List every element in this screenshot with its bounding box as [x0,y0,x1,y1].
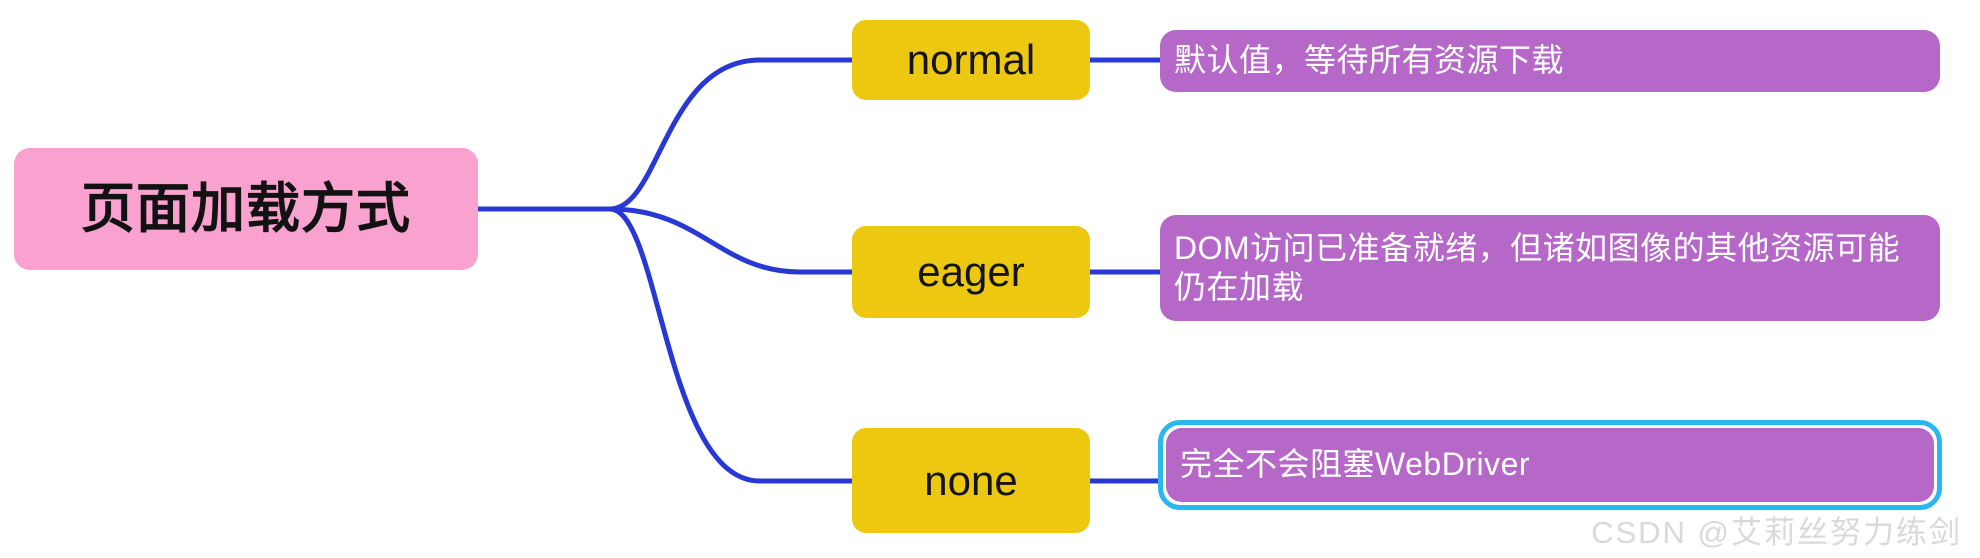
branch-node-label: normal [906,36,1036,83]
connector-root-to-none [607,206,858,484]
description-node-label: 默认值，等待所有资源下载 [1174,42,1565,79]
mindmap-description-node-none[interactable]: 完全不会阻塞WebDriver [1166,428,1934,502]
connector-root-to-eager [607,206,858,275]
mindmap-description-node-eager[interactable]: DOM访问已准备就绪，但诸如图像的其他资源可能仍在加载 [1160,215,1940,321]
mindmap-root-node[interactable]: 页面加载方式 [14,148,478,270]
mindmap-branch-node-none[interactable]: none [852,428,1090,533]
connector-root-to-normal [607,57,858,212]
branch-node-label: none [924,456,1018,504]
root-node-label: 页面加载方式 [81,179,411,239]
description-node-label: 完全不会阻塞WebDriver [1180,446,1531,483]
mindmap-description-node-normal[interactable]: 默认值，等待所有资源下载 [1160,30,1940,92]
description-node-label: DOM访问已准备就绪，但诸如图像的其他资源可能仍在加载 [1174,229,1901,305]
mindmap-branch-node-eager[interactable]: eager [852,226,1090,318]
branch-node-label: eager [917,248,1025,295]
mindmap-branch-node-normal[interactable]: normal [852,20,1090,100]
